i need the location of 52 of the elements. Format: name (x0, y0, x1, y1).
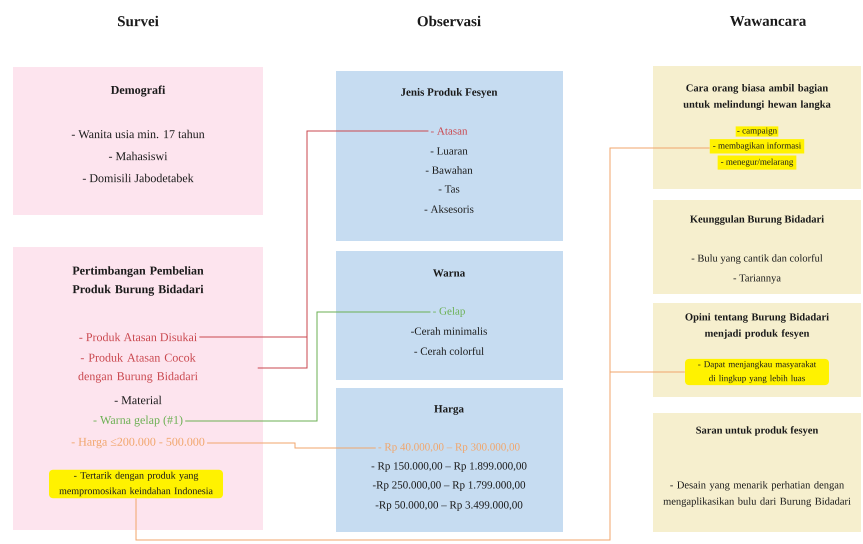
highlighted-text: - Tertarik dengan produk yang mempromosikan keindahan Indonesia (49, 470, 223, 498)
info-card (336, 388, 563, 532)
connector-line (184, 312, 431, 422)
list-item: - Tas (438, 185, 460, 193)
list-item: - Mahasiswi (108, 152, 168, 160)
connector-line (136, 372, 686, 540)
column-title: Observasi (418, 16, 481, 26)
info-card (13, 67, 263, 215)
list-item: - Material (114, 396, 162, 404)
list-item: - Cerah colorful (414, 347, 484, 355)
list-item: - Rp 40.000,00 – Rp 300.000,00 (378, 443, 520, 453)
card-heading: Saran untuk produk fesyen (696, 426, 818, 436)
list-item: - Luaran (430, 147, 468, 155)
node-label: - campaign (737, 128, 777, 136)
card-heading: Pertimbangan Pembelian Produk Burung Bidadari (72, 266, 204, 296)
card-heading: Opini tentang Burung Bidadari menjadi produk fesyen (685, 313, 829, 339)
card-heading: Cara orang biasa ambil bagian untuk melindungi hewan langka (683, 84, 831, 110)
connector-line (206, 442, 376, 448)
column-title: Wawancara (730, 16, 806, 26)
list-item: - Atasan (430, 127, 468, 135)
connector-line (257, 130, 429, 368)
list-item: - Rp 150.000,00 – Rp 1.899.000,00 (372, 462, 526, 472)
list-item: - Tariannya (733, 274, 781, 284)
card-heading: Harga (434, 405, 464, 415)
info-card (13, 247, 263, 530)
list-item: - Bawahan (426, 166, 472, 174)
list-item: - Warna gelap (#1) (93, 416, 182, 426)
list-item: - Produk Atasan Cocok dengan Burung Bidadari (78, 353, 198, 383)
list-item: - Bulu yang cantik dan colorful (692, 254, 823, 264)
list-item: - Desain yang menarik perhatian dengan mengaplikasikan bulu dari Burung Bidadari (663, 481, 851, 507)
list-item: - Harga ≤200.000 - 500.000 (72, 438, 204, 448)
node-label: - menegur/melarang (720, 158, 794, 167)
info-card (653, 200, 861, 294)
list-item: - Aksesoris (424, 205, 474, 213)
card-heading: Warna (432, 269, 466, 277)
list-item: -Rp 250.000,00 – Rp 1.799.000,00 (372, 481, 526, 491)
list-item: - Gelap (433, 307, 465, 317)
column-title: Survei (118, 16, 159, 26)
highlighted-list: - campaign - membagikan informasi - menegur/melarang (710, 126, 804, 170)
card-heading: Demografi (110, 85, 166, 97)
info-card (336, 251, 563, 380)
info-card (653, 66, 861, 189)
info-card (653, 413, 861, 532)
card-heading: Jenis Produk Fesyen (401, 88, 498, 98)
highlighted-text: - Dapat menjangkau masyarakat di lingkup yang lebih luas (685, 358, 829, 386)
list-item: -Cerah minimalis (411, 327, 487, 335)
list-item: - Domisili Jabodetabek (82, 174, 194, 182)
list-item: - Produk Atasan Disukai (79, 332, 197, 342)
list-item: - Wanita usia min. 17 tahun (72, 130, 204, 138)
info-card (336, 71, 563, 241)
list-item: -Rp 50.000,00 – Rp 3.499.000,00 (376, 501, 522, 511)
card-heading: Keunggulan Burung Bidadari (690, 215, 824, 225)
